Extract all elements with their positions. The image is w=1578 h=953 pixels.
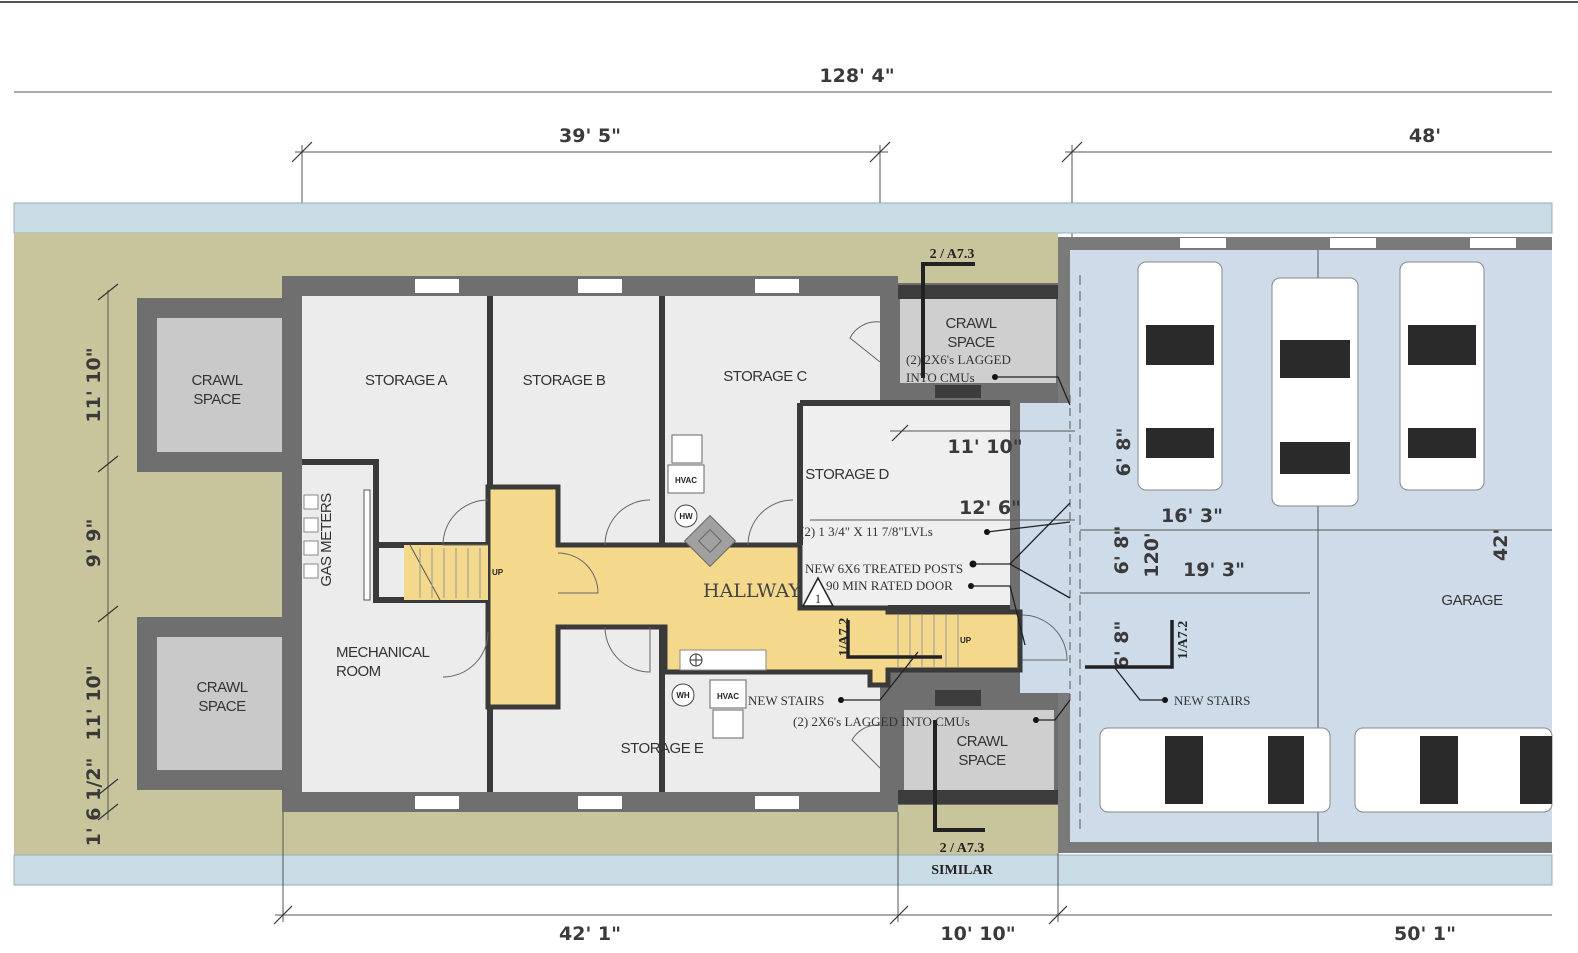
svg-text:CRAWL: CRAWL	[191, 372, 242, 389]
detail-ref-right: 1/A7.2	[1176, 621, 1191, 660]
svg-text:SPACE: SPACE	[947, 334, 995, 351]
svg-text:10' 10": 10' 10"	[940, 923, 1015, 945]
left-dims: 11' 10" 9' 9" 11' 10" 1' 6 1/2"	[83, 283, 119, 847]
svg-text:12' 6": 12' 6"	[959, 497, 1021, 519]
top-right-dim: 48'	[1409, 125, 1441, 147]
car-3	[1399, 261, 1485, 491]
note-door: 90 MIN RATED DOOR	[826, 578, 953, 593]
revision-triangle-icon	[801, 576, 835, 607]
svg-text:SPACE: SPACE	[958, 752, 1006, 769]
storage-d-label: STORAGE D	[805, 466, 889, 483]
note-lagged-bottom: (2) 2X6's LAGGED INTO CMUs	[793, 714, 970, 729]
bottom-dims: 42' 1" 10' 10" 50' 1"	[273, 812, 1552, 945]
note-posts: NEW 6X6 TREATED POSTS	[805, 561, 963, 576]
svg-text:CRAWL: CRAWL	[945, 315, 996, 332]
svg-text:11' 10": 11' 10"	[83, 665, 105, 740]
car-2	[1271, 277, 1359, 507]
top-dims: 39' 5" 48'	[291, 125, 1552, 280]
garage-depth-dim: 42'	[1490, 529, 1512, 561]
garage-dim-6: 120'	[1141, 532, 1163, 577]
storage-d-dims: 11' 10" 12' 6"	[810, 395, 1075, 700]
section-ref-bottom: 2 / A7.3	[940, 841, 985, 856]
note-similar: SIMILAR	[931, 863, 993, 878]
gas-meters-label: GAS METERS	[318, 493, 335, 587]
stair-up-label-2: UP	[960, 636, 972, 645]
storage-a-label: STORAGE A	[365, 372, 447, 389]
section-markers: 2 / A7.3 2 / A7.3 1/A7.2 1/A7.2	[837, 247, 1191, 856]
garage-label: GARAGE	[1441, 592, 1503, 609]
top-left-dim: 39' 5"	[559, 125, 621, 147]
section-ref-top: 2 / A7.3	[930, 247, 975, 262]
car-4	[1099, 727, 1331, 813]
wh-label: WH	[676, 691, 690, 700]
svg-text:11' 10": 11' 10"	[83, 347, 105, 422]
svg-text:1' 6 1/2": 1' 6 1/2"	[83, 758, 105, 847]
note-new-stairs-1: NEW STAIRS	[748, 693, 824, 708]
crawl-space-left-top: CRAWL SPACE	[137, 298, 299, 472]
svg-text:ROOM: ROOM	[336, 663, 381, 680]
storage-c-label: STORAGE C	[723, 368, 807, 385]
revision-number: 1	[815, 591, 822, 606]
svg-text:SPACE: SPACE	[193, 391, 241, 408]
crawl-space-left-bottom: CRAWL SPACE	[137, 617, 299, 790]
garage-dim-5: 6' 8"	[1111, 621, 1133, 670]
hallway-label: HALLWAY	[703, 580, 801, 602]
garage-dim-2: 19' 3"	[1183, 559, 1245, 581]
note-lagged-top: (2) 2X6's LAGGED	[906, 352, 1011, 367]
svg-text:INTO CMUs: INTO CMUs	[906, 370, 975, 385]
garage-dim-3: 6' 8"	[1113, 428, 1135, 477]
top-band	[13, 202, 1553, 234]
note-new-stairs-2: NEW STAIRS	[1174, 693, 1250, 708]
crawl-space-mid-top: CRAWL SPACE	[898, 283, 1058, 403]
garage-dim-1: 16' 3"	[1161, 505, 1223, 527]
storage-b-label: STORAGE B	[523, 372, 606, 389]
mechanical-room-label: MECHANICAL	[336, 644, 430, 661]
crawl-space-mid-bottom: CRAWL SPACE	[898, 688, 1058, 805]
svg-text:SPACE: SPACE	[198, 698, 246, 715]
note-lvls: (2) 1 3/4" X 11 7/8"LVLs	[800, 524, 933, 539]
svg-text:11' 10": 11' 10"	[947, 436, 1022, 458]
svg-text:CRAWL: CRAWL	[956, 733, 1007, 750]
bottom-band	[13, 854, 1553, 886]
storage-e-label: STORAGE E	[621, 740, 704, 757]
room-labels: STORAGE A STORAGE B STORAGE C STORAGE D …	[318, 368, 890, 757]
svg-text:CRAWL: CRAWL	[196, 679, 247, 696]
svg-text:42' 1": 42' 1"	[559, 923, 621, 945]
svg-text:9' 9": 9' 9"	[83, 519, 105, 568]
overall-dim: 128' 4"	[819, 65, 894, 87]
garage-dim-4: 6' 8"	[1111, 526, 1133, 575]
stair-up-label-1: UP	[492, 568, 504, 577]
car-5	[1354, 727, 1553, 813]
car-1	[1137, 261, 1223, 491]
hvac-label-1: HVAC	[675, 476, 697, 485]
hw-label: HW	[679, 512, 693, 521]
svg-text:50' 1": 50' 1"	[1394, 923, 1456, 945]
hvac-label-2: HVAC	[717, 692, 739, 701]
interior-walls: UP UP HVAC HVAC HW WH	[302, 296, 1068, 792]
